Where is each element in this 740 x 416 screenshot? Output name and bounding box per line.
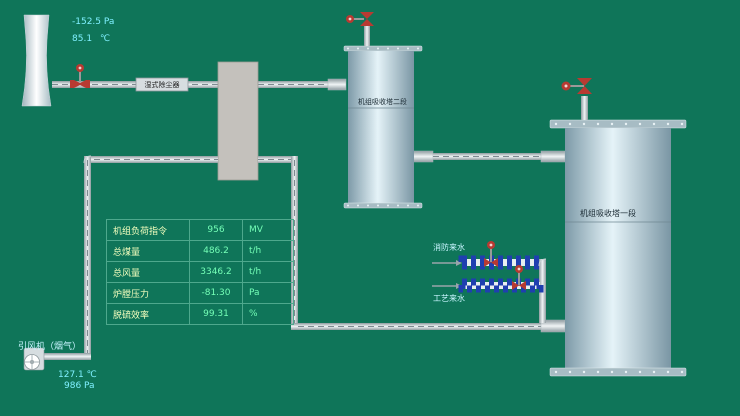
chimney-temp-unit: ℃ [100, 34, 111, 44]
metric-value: 486.2 [189, 240, 243, 262]
scrubber-label: 湿式除尘器 [144, 81, 180, 89]
fire-water-label: 消防来水 [433, 243, 465, 252]
fan-pressure: 986 Pa [64, 381, 95, 391]
table-row: 炉膛压力 -81.30 Pa [106, 282, 294, 304]
metric-key: 脱硫效率 [106, 303, 190, 325]
metric-value: 3346.2 [189, 261, 243, 283]
table-row: 机组负荷指令 956 MV [106, 219, 294, 241]
table-row: 脱硫效率 99.31 % [106, 303, 294, 325]
tower-2-label: 机组吸收塔二段 [358, 98, 407, 106]
metric-unit: t/h [242, 261, 294, 283]
tower-1-label: 机组吸收塔一段 [580, 209, 636, 218]
metric-value: 956 [189, 219, 243, 241]
table-row: 总风量 3346.2 t/h [106, 261, 294, 283]
metric-key: 炉膛压力 [106, 282, 190, 304]
duct-top [52, 78, 347, 91]
duct-right-loop [258, 156, 566, 333]
duct-tower2-tower1 [412, 150, 566, 163]
metric-key: 机组负荷指令 [106, 219, 190, 241]
heat-exchanger [217, 61, 259, 181]
metric-key: 总煤量 [106, 240, 190, 262]
metric-unit: t/h [242, 240, 294, 262]
chimney-valve [70, 64, 90, 88]
metric-unit: MV [242, 219, 294, 241]
tower-1 [549, 78, 687, 377]
chimney-pressure: -152.5 Pa [72, 17, 115, 27]
chimney-temp-value: 85.1 [72, 34, 93, 44]
metric-key: 总风量 [106, 261, 190, 283]
scrubber-box [135, 77, 189, 92]
chimney [21, 14, 52, 107]
metric-unit: Pa [242, 282, 294, 304]
metric-value: 99.31 [189, 303, 243, 325]
process-water-label: 工艺来水 [433, 294, 465, 303]
metrics-table: 机组负荷指令 956 MV 总煤量 486.2 t/h 总风量 3346.2 t… [106, 219, 294, 325]
table-row: 总煤量 486.2 t/h [106, 240, 294, 262]
metric-value: -81.30 [189, 282, 243, 304]
tower-2 [343, 12, 423, 209]
fan-label: 引风机（烟气） [18, 342, 82, 352]
induced-draft-fan [23, 347, 45, 371]
process-water-line [432, 265, 544, 293]
fan-temp: 127.1 ℃ [58, 370, 97, 380]
metric-unit: % [242, 303, 294, 325]
duct-left-loop [40, 155, 218, 360]
